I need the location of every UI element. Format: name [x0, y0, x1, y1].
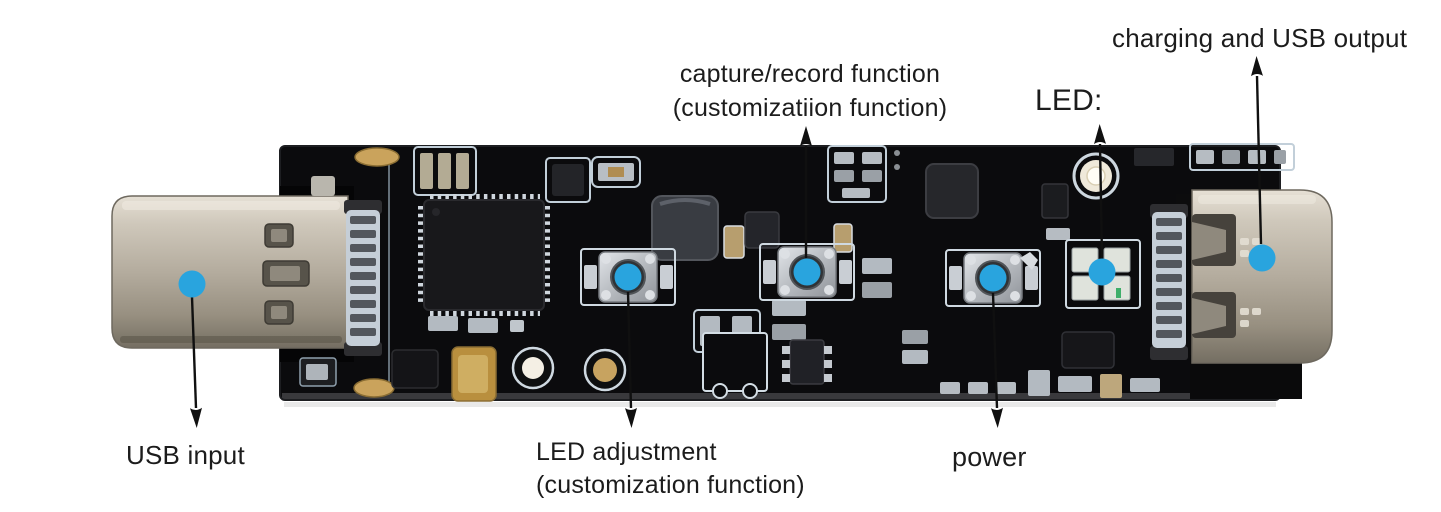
plug-pin-row: [344, 200, 382, 356]
arrow-led-adjustment: [625, 291, 637, 428]
crystal-oscillator: [451, 346, 497, 402]
inductor-bottom-right: [1061, 331, 1115, 369]
label-capture-record-line2: (customizatiion function): [672, 94, 948, 122]
marker-led: [1088, 258, 1116, 286]
usb-c-receptacle-right: [1150, 189, 1333, 399]
inductor-right: [925, 163, 979, 219]
label-led-adjustment-line1: LED adjustment: [536, 438, 717, 466]
main-ic: [418, 194, 550, 316]
marker-usb-input: [178, 270, 206, 298]
label-led: LED:: [1035, 84, 1103, 117]
arrow-power: [991, 292, 1003, 428]
plug-latch-slots: [262, 223, 310, 325]
marker-led-adjustment: [614, 263, 642, 291]
mounting-hole-white: [511, 346, 555, 390]
receptacle-pads: [1240, 238, 1261, 327]
inductor-left: [651, 195, 719, 261]
marker-capture-record: [793, 258, 821, 286]
arrow-usb-input: [190, 296, 202, 428]
marker-dots: [178, 244, 1276, 298]
label-capture-record: capture/record function (customizatiion …: [664, 57, 956, 125]
callout-arrows: [190, 56, 1263, 428]
arrow-led: [1094, 124, 1106, 259]
label-capture-record-line1: capture/record function: [679, 60, 941, 88]
label-usb-input: USB input: [126, 440, 245, 470]
label-led-adjustment-line2: (customization function): [536, 471, 805, 499]
mounting-hole-gold: [583, 348, 627, 392]
marker-charging-output: [1248, 244, 1276, 272]
label-power: power: [952, 442, 1027, 472]
usb-c-plug-left: [111, 186, 382, 362]
label-charging-usb-output: charging and USB output: [1112, 23, 1408, 53]
label-led-adjustment: LED adjustment (customization function): [536, 436, 805, 502]
smd-components: [299, 143, 1295, 399]
transistor: [391, 349, 439, 389]
mounting-hole-top-right: [1072, 152, 1120, 200]
receptacle-pin-row: [1150, 204, 1188, 360]
marker-power: [979, 264, 1007, 292]
arrow-charging-output: [1251, 56, 1263, 245]
